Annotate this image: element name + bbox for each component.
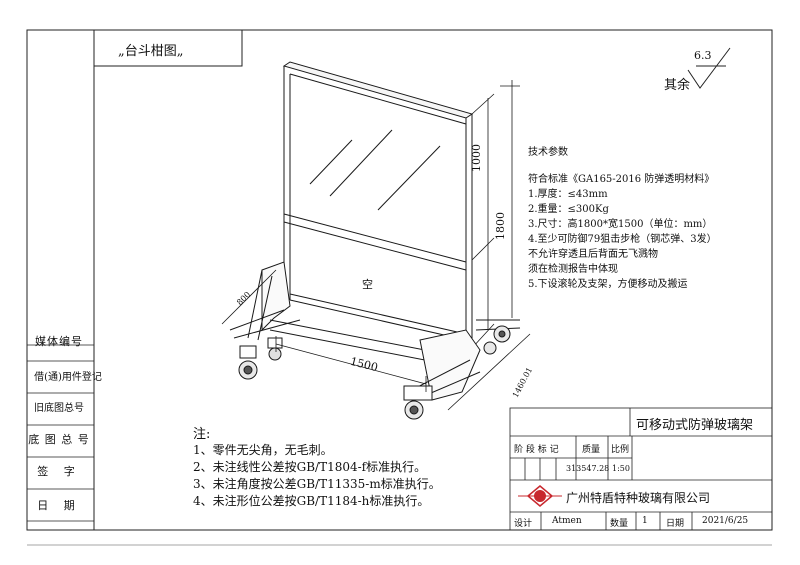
surface-finish-symbol [687, 47, 731, 89]
dim-glass-height: 1000 [470, 144, 483, 172]
side-label-sign: 签 字 [37, 465, 81, 478]
tech-param-line: 1.厚度：≤43mm [528, 189, 608, 200]
tb-header-scale: 比例 [611, 445, 630, 455]
tech-param-line: 5.下设滚轮及支架，方便移动及搬运 [528, 279, 688, 290]
panel-label: 空 [362, 278, 373, 291]
tb-weight: 313547.28 [566, 464, 610, 473]
side-label-old-drawing: 旧底图总号 [34, 403, 84, 414]
tb-date: 2021/6/25 [702, 516, 749, 526]
tb-design-label: 设计 [514, 519, 533, 529]
glass-frame-drawing [221, 61, 531, 420]
note-line: 4、未注形位公差按GB/T1184-h标准执行。 [193, 494, 430, 508]
tech-param-line: 2.重量：≤300Kg [528, 204, 609, 215]
tech-param-line: 3.尺寸：高1800*宽1500（单位：mm） [528, 219, 713, 230]
company-logo [518, 485, 562, 507]
tb-header-weight: 质量 [582, 445, 601, 455]
note-line: 1、零件无尖角，无毛刺。 [193, 443, 333, 457]
surface-finish-value: 6.3 [694, 49, 712, 62]
tb-header-stage: 阶 段 标 记 [514, 445, 559, 455]
side-label-shared-parts: 借(通)用件登记 [34, 372, 102, 383]
note-line: 2、未注线性公差按GB/T1804-f标准执行。 [193, 460, 427, 474]
tech-params-heading: 技术参数 [528, 147, 568, 158]
title-block-grid [509, 407, 773, 531]
tb-designer: Atmen [552, 516, 582, 526]
tb-date-label: 日期 [666, 519, 685, 529]
company-name: 广州特盾特种玻璃有限公司 [566, 491, 711, 505]
side-label-base-drawing: 底 图 总 号 [28, 433, 90, 446]
note-line: 3、未注角度按公差GB/T11335-m标准执行。 [193, 477, 441, 491]
product-name: 可移动式防弹玻璃架 [636, 418, 754, 433]
tech-param-line: 符合标准《GA165-2016 防弹透明材料》 [528, 174, 715, 185]
surface-finish-label: 其余 [664, 78, 691, 93]
stamp-title: „台斗柑图„ [118, 44, 184, 59]
tech-param-line: 4.至少可防御79狙击步枪（钢芯弹、3发） [528, 234, 717, 245]
tb-scale: 1:50 [612, 464, 630, 473]
tech-param-line: 须在检测报告中体现 [528, 264, 618, 275]
side-label-media-no: 媒体编号 [35, 335, 83, 348]
side-label-date: 日 期 [37, 499, 81, 512]
notes-heading: 注: [193, 427, 211, 442]
tech-param-line: 不允许穿透且后背面无飞溅物 [528, 249, 658, 260]
dim-total-height: 1800 [494, 212, 507, 240]
tb-qty-label: 数量 [610, 519, 629, 529]
tb-qty: 1 [642, 516, 648, 526]
